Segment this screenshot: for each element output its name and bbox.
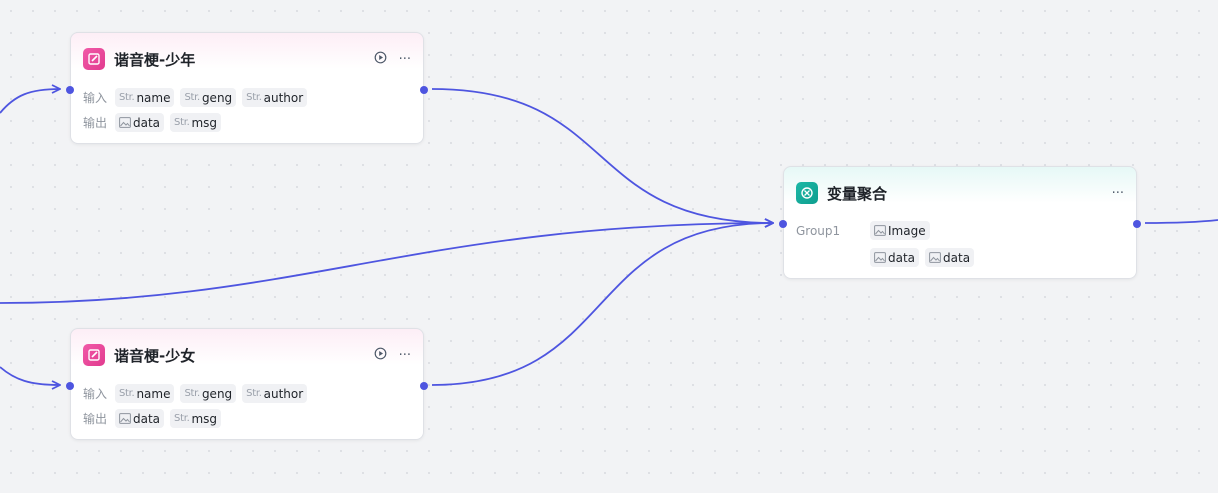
plugin-icon (83, 48, 105, 70)
var-tag-author: Str.author (242, 384, 308, 403)
more-icon[interactable]: ··· (398, 347, 411, 363)
image-icon (929, 252, 941, 263)
plugin-icon (83, 344, 105, 366)
node-homophone-girl[interactable]: 谐音梗-少女 ··· 输入 Str.name Str.geng Str.auth… (66, 328, 428, 440)
more-icon[interactable]: ··· (1111, 185, 1124, 201)
node-header: 变量聚合 ··· (796, 181, 1124, 205)
var-tag-image: Image (870, 221, 930, 240)
node-header: 谐音梗-少年 ··· (83, 47, 411, 71)
output-port[interactable] (420, 86, 428, 94)
node-title: 变量聚合 (827, 184, 888, 203)
output-row: 输出 data Str.msg (83, 409, 222, 428)
node-homophone-boy[interactable]: 谐音梗-少年 ··· 输入 Str.name Str.geng Str.auth… (66, 32, 428, 144)
node-variable-aggregate[interactable]: 变量聚合 ··· Group1 Image data data (779, 166, 1141, 279)
more-icon[interactable]: ··· (398, 51, 411, 67)
var-tag-name: Str.name (115, 384, 175, 403)
group-var-row-2: data data (870, 248, 975, 267)
var-tag-data: data (870, 248, 920, 267)
var-tag-msg: Str.msg (170, 113, 222, 132)
aggregate-icon (796, 182, 818, 204)
input-label: 输入 (83, 91, 108, 105)
group-var-row-1: Image (870, 221, 930, 240)
input-port[interactable] (779, 220, 787, 228)
input-row: 输入 Str.name Str.geng Str.author (83, 384, 308, 403)
edge-girl-to-aggregate[interactable] (431, 223, 773, 386)
var-tag-author: Str.author (242, 88, 308, 107)
output-port[interactable] (1133, 220, 1141, 228)
image-icon (874, 252, 886, 263)
edge-image-to-aggregate[interactable] (0, 223, 773, 304)
var-tag-geng: Str.geng (180, 88, 237, 107)
run-icon[interactable] (374, 347, 387, 364)
node-title: 谐音梗-少年 (114, 50, 196, 69)
input-port[interactable] (66, 86, 74, 94)
node-title: 谐音梗-少女 (114, 346, 196, 365)
run-icon[interactable] (374, 51, 387, 68)
image-icon (119, 117, 131, 128)
input-row: 输入 Str.name Str.geng Str.author (83, 88, 308, 107)
output-label: 输出 (83, 116, 108, 130)
edge-in-to-girl[interactable] (0, 366, 60, 385)
output-label: 输出 (83, 412, 108, 426)
var-tag-msg: Str.msg (170, 409, 222, 428)
output-port[interactable] (420, 382, 428, 390)
node-header: 谐音梗-少女 ··· (83, 343, 411, 367)
var-tag-geng: Str.geng (180, 384, 237, 403)
edge-in-to-boy[interactable] (0, 89, 60, 114)
var-tag-data: data (925, 248, 975, 267)
var-tag-data: data (115, 113, 165, 132)
output-row: 输出 data Str.msg (83, 113, 222, 132)
edge-boy-to-aggregate[interactable] (431, 88, 773, 223)
var-tag-data: data (115, 409, 165, 428)
input-port[interactable] (66, 382, 74, 390)
group-label: Group1 (796, 224, 841, 238)
var-tag-name: Str.name (115, 88, 175, 107)
image-icon (119, 413, 131, 424)
image-icon (874, 225, 886, 236)
input-label: 输入 (83, 387, 108, 401)
edge-aggregate-out[interactable] (1144, 219, 1218, 224)
